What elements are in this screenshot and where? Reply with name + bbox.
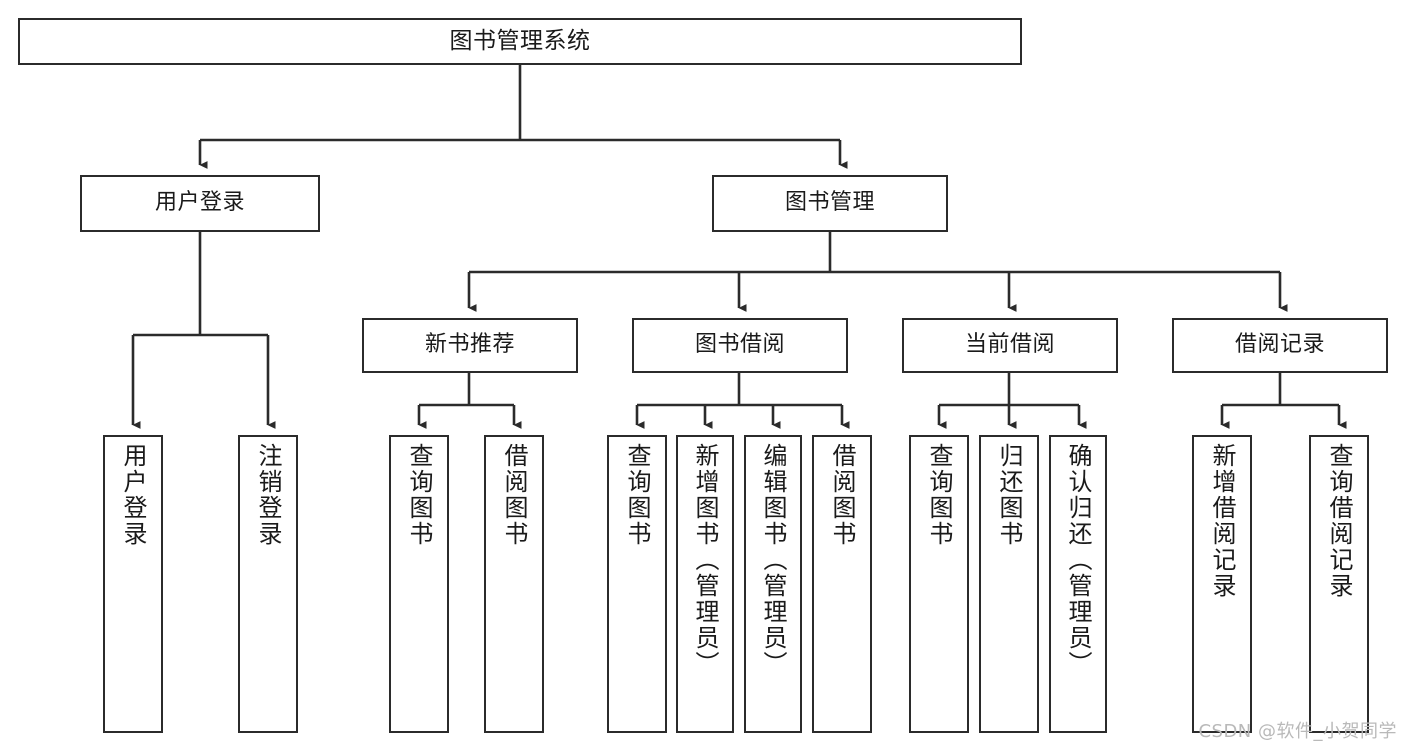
node-book-borrow[interactable]: 图书借阅: [632, 318, 848, 373]
node-label: 新增借阅记录: [1208, 443, 1236, 599]
node-label: 编辑图书（管理员）: [759, 443, 787, 677]
node-current-borrow[interactable]: 当前借阅: [902, 318, 1118, 373]
leaf-borrow-book-recommend[interactable]: 借阅图书: [484, 435, 544, 733]
leaf-query-book-current[interactable]: 查询图书: [909, 435, 969, 733]
node-label: 新增图书（管理员）: [691, 443, 719, 677]
node-root-book-management-system[interactable]: 图书管理系统: [18, 18, 1022, 65]
leaf-query-book-borrow[interactable]: 查询图书: [607, 435, 667, 733]
node-label: 用户登录: [154, 190, 245, 216]
node-label: 借阅图书: [828, 443, 856, 547]
node-label: 查询图书: [925, 443, 953, 547]
node-label: 借阅记录: [1234, 332, 1325, 358]
node-label: 借阅图书: [500, 443, 528, 547]
csdn-watermark: CSDN @软件_小贺同学: [1198, 721, 1397, 742]
leaf-query-borrow-record[interactable]: 查询借阅记录: [1309, 435, 1369, 733]
node-label: 新书推荐: [424, 332, 515, 358]
leaf-add-book-admin[interactable]: 新增图书（管理员）: [676, 435, 734, 733]
node-borrow-record[interactable]: 借阅记录: [1172, 318, 1388, 373]
node-label: 图书管理系统: [449, 27, 591, 54]
node-label: 用户登录: [119, 443, 147, 547]
leaf-edit-book-admin[interactable]: 编辑图书（管理员）: [744, 435, 802, 733]
node-user-login[interactable]: 用户登录: [80, 175, 320, 232]
node-label: 图书管理: [784, 190, 875, 216]
node-label: 归还图书: [995, 443, 1023, 547]
node-new-book-recommend[interactable]: 新书推荐: [362, 318, 578, 373]
leaf-logout[interactable]: 注销登录: [238, 435, 298, 733]
node-label: 查询图书: [405, 443, 433, 547]
leaf-confirm-return-admin[interactable]: 确认归还（管理员）: [1049, 435, 1107, 733]
node-book-management[interactable]: 图书管理: [712, 175, 948, 232]
node-label: 当前借阅: [964, 332, 1055, 358]
leaf-return-book[interactable]: 归还图书: [979, 435, 1039, 733]
node-label: 查询借阅记录: [1325, 443, 1353, 599]
leaf-add-borrow-record[interactable]: 新增借阅记录: [1192, 435, 1252, 733]
node-label: 图书借阅: [694, 332, 785, 358]
node-label: 确认归还（管理员）: [1064, 443, 1092, 677]
leaf-query-book-recommend[interactable]: 查询图书: [389, 435, 449, 733]
leaf-borrow-book[interactable]: 借阅图书: [812, 435, 872, 733]
node-label: 注销登录: [254, 443, 282, 547]
node-label: 查询图书: [623, 443, 651, 547]
leaf-user-login[interactable]: 用户登录: [103, 435, 163, 733]
